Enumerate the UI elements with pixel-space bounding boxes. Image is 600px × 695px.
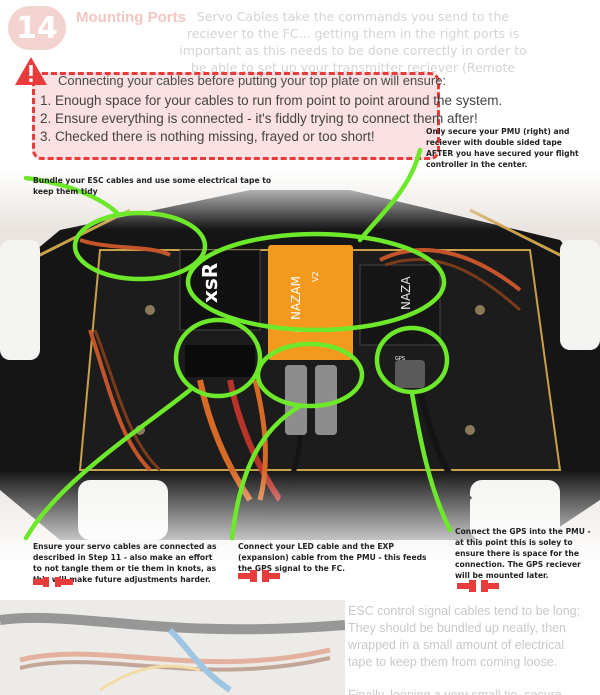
leader-pmu — [357, 147, 423, 243]
highlight-gps-port — [374, 325, 450, 395]
callout-servo-cables: Ensure your servo cables are connected a… — [33, 542, 217, 584]
connector-icon — [238, 570, 280, 582]
receiver-label: xsR — [198, 263, 222, 303]
lower-paragraph-cut: Finally, looping a very small tie, secur… — [348, 688, 562, 695]
fc-label: NAZAM — [289, 276, 303, 320]
photo-fade-bottom — [0, 470, 600, 580]
callout-esc-bundle: Bundle your ESC cables and use some elec… — [33, 176, 272, 196]
warning-list: 1. Enough space for your cables to run f… — [40, 92, 502, 146]
gps-port-label: GPS — [395, 356, 405, 362]
leader-gps — [409, 390, 453, 533]
callout-gps-connect: Connect the GPS into the PMU - at this p… — [455, 527, 591, 580]
pmu-label: NAZA — [399, 276, 413, 310]
warning-box — [32, 72, 440, 160]
highlight-esc-bundle — [72, 210, 208, 282]
warning-triangle-icon — [15, 57, 47, 85]
leader-servo — [23, 387, 193, 541]
lower-paragraph: ESC control signal cables tend to be lon… — [348, 603, 588, 695]
connector-icon — [33, 577, 73, 587]
connector-icon — [457, 580, 499, 592]
warning-item: 1. Enough space for your cables to run f… — [40, 93, 503, 108]
step-number-badge: 14 — [8, 6, 66, 50]
fc-sub-label: V2 — [311, 271, 320, 282]
section-title: Mounting Ports — [76, 9, 186, 26]
warning-item: 3. Checked there is nothing missing, fra… — [40, 129, 375, 144]
leader-led — [229, 403, 303, 541]
highlight-led-exp — [255, 341, 365, 409]
warning-item: 2. Ensure everything is connected - it's… — [40, 111, 478, 126]
callout-pmu-mounting: Only secure your PMU (right) and recieve… — [426, 127, 579, 169]
esc-bundle-photo — [0, 600, 345, 695]
leader-bundle — [23, 175, 121, 217]
highlight-main-boards — [185, 231, 447, 333]
warning-intro: Connecting your cables before putting yo… — [58, 73, 447, 88]
highlight-servo-ports — [173, 317, 263, 399]
lower-paragraph-main: ESC control signal cables tend to be lon… — [348, 604, 581, 669]
intro-paragraph: Servo Cables take the commands you send … — [179, 9, 527, 92]
callout-led-exp: Connect your LED cable and the EXP (expa… — [238, 542, 427, 573]
